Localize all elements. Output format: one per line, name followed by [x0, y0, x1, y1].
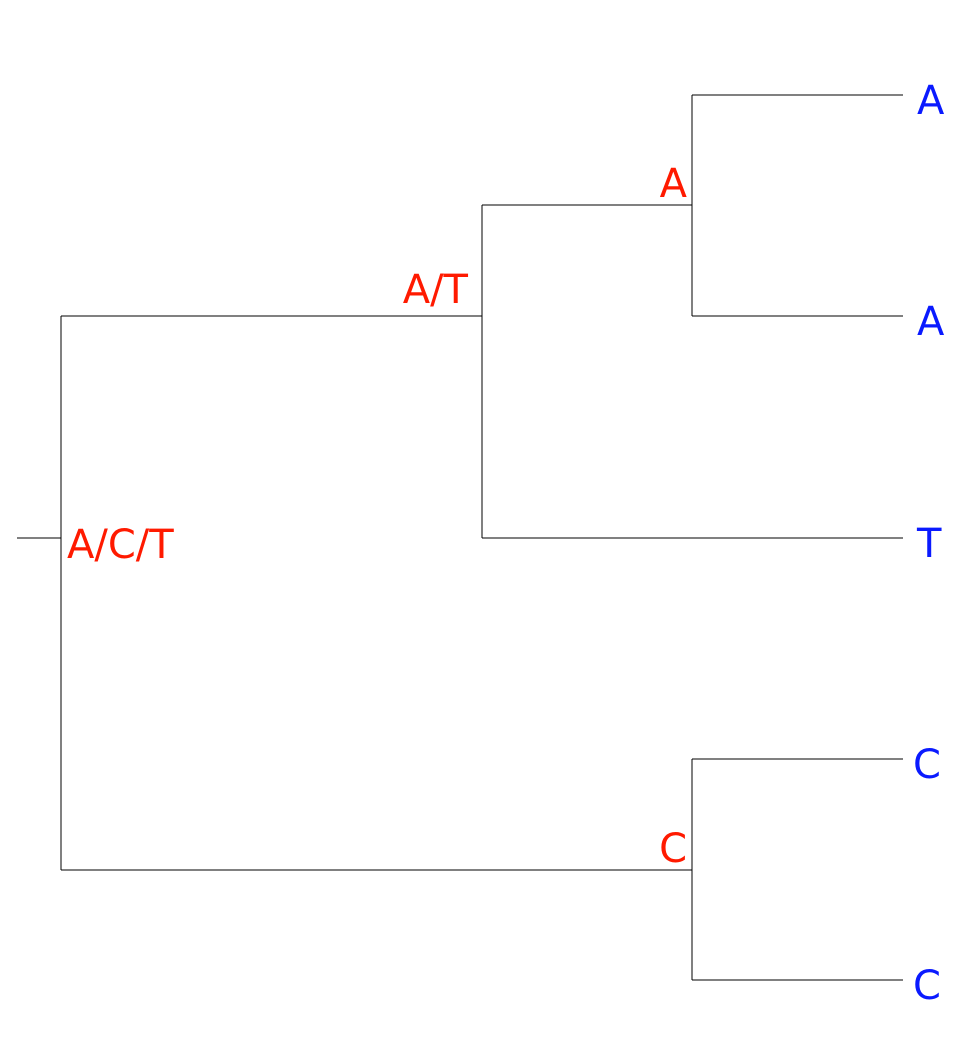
leaf-label-4: C: [913, 742, 941, 788]
leaf-label-5: C: [913, 963, 941, 1009]
internal-node-label-at: A/T: [403, 267, 469, 313]
leaf-label-2: A: [917, 299, 945, 345]
leaf-label-3: T: [916, 521, 942, 567]
internal-node-label-a: A: [660, 161, 688, 207]
internal-node-label-c: C: [659, 826, 687, 872]
leaf-label-1: A: [917, 78, 945, 124]
root-node-label: A/C/T: [67, 522, 174, 568]
